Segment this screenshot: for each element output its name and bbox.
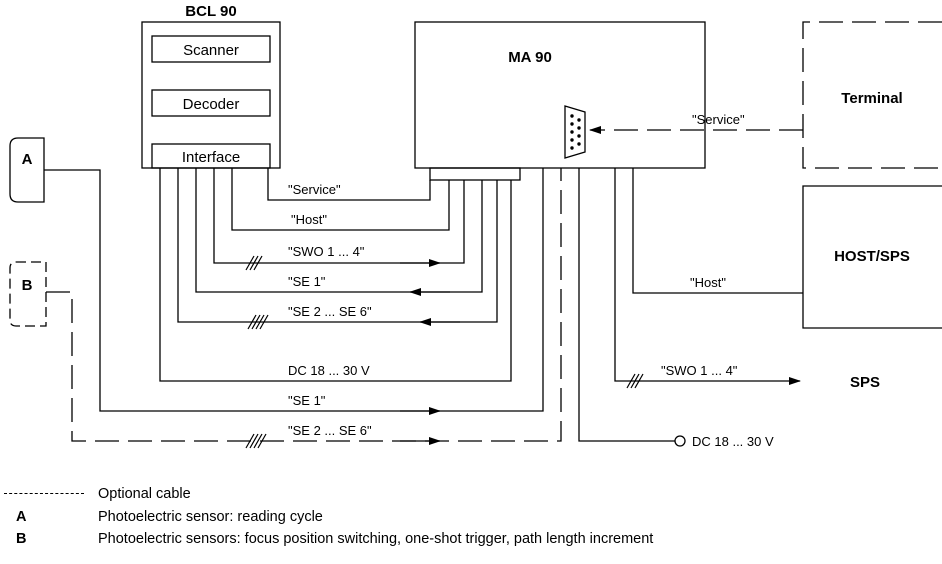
service-connector-icon bbox=[564, 105, 586, 159]
se2-6-sensor-label: "SE 2 ... SE 6" bbox=[288, 423, 372, 438]
wire-host bbox=[231, 168, 450, 231]
service-terminal-label: "Service" bbox=[692, 112, 745, 127]
scanner-module bbox=[151, 35, 271, 63]
terminal-label: Terminal bbox=[841, 90, 902, 107]
wire-sensor-a bbox=[44, 168, 544, 412]
hash-mark-sensor-b bbox=[245, 433, 267, 449]
ma90-box bbox=[414, 21, 706, 169]
se1-wire-label: "SE 1" bbox=[288, 274, 326, 289]
host-sps-box bbox=[802, 185, 942, 329]
sensor-a-label: A bbox=[22, 151, 33, 168]
sensor-b-label: B bbox=[22, 277, 33, 294]
wire-swo bbox=[213, 168, 465, 264]
wire-host-out bbox=[632, 168, 803, 294]
sensor-b-symbol bbox=[9, 261, 47, 327]
service-wire-label: "Service" bbox=[288, 182, 341, 197]
ma90-label: MA 90 bbox=[508, 49, 552, 66]
decoder-label: Decoder bbox=[183, 96, 240, 113]
decoder-module bbox=[151, 89, 271, 117]
hash-mark-swo-out bbox=[626, 373, 644, 389]
host-wire-label: "Host" bbox=[291, 212, 327, 227]
ma90-connector-strip bbox=[429, 167, 521, 181]
wire-service bbox=[267, 168, 431, 201]
swo-wire-label: "SWO 1 ... 4" bbox=[288, 244, 365, 259]
interface-module bbox=[151, 143, 271, 169]
wire-dc bbox=[159, 168, 512, 382]
wire-sensor-b bbox=[46, 168, 562, 442]
bcl90-label: BCL 90 bbox=[185, 3, 236, 20]
wire-se1 bbox=[195, 168, 483, 293]
swo-out-label: "SWO 1 ... 4" bbox=[661, 363, 738, 378]
host-out-label: "Host" bbox=[690, 275, 726, 290]
dc-wire-label: DC 18 ... 30 V bbox=[288, 363, 370, 378]
hash-mark-swo bbox=[245, 255, 263, 271]
scanner-label: Scanner bbox=[183, 42, 239, 59]
hash-mark-se2-6 bbox=[247, 314, 269, 330]
dc-terminal-icon bbox=[674, 435, 686, 447]
wire-se2-6 bbox=[177, 168, 498, 323]
interface-label: Interface bbox=[182, 149, 240, 166]
legend-text: Photoelectric sensor: reading cycle bbox=[98, 509, 323, 525]
sensor-a-symbol bbox=[9, 137, 45, 203]
sps-label: SPS bbox=[850, 374, 880, 391]
dc-out-label: DC 18 ... 30 V bbox=[692, 434, 774, 449]
connector-pins bbox=[570, 114, 581, 150]
legend-key: B bbox=[16, 531, 27, 547]
terminal-box bbox=[802, 21, 942, 169]
se2-6-wire-label: "SE 2 ... SE 6" bbox=[288, 304, 372, 319]
se1-sensor-label: "SE 1" bbox=[288, 393, 326, 408]
wire-dc-out bbox=[578, 168, 675, 442]
wire-swo-out bbox=[614, 168, 801, 385]
legend-key: A bbox=[16, 509, 27, 525]
host-sps-label: HOST/SPS bbox=[834, 248, 910, 265]
legend-text: Optional cable bbox=[98, 486, 191, 502]
legend-text: Photoelectric sensors: focus position sw… bbox=[98, 531, 654, 547]
legend-dash-icon bbox=[4, 493, 84, 494]
